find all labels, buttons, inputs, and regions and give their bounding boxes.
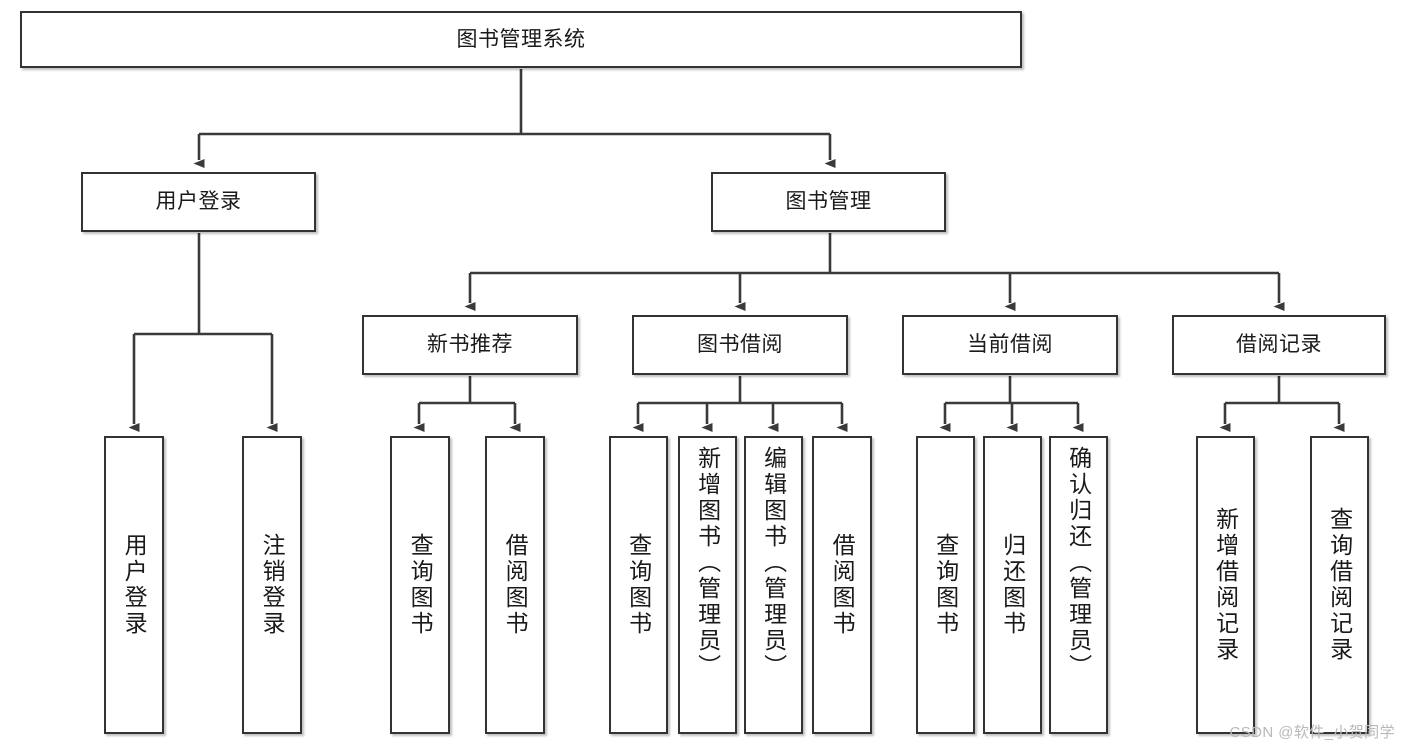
node-label: 查询借阅记录	[1326, 507, 1353, 663]
node-leaf-newbook-borrow-book[interactable]: 借阅图书	[485, 436, 545, 734]
node-leaf-user-login-login[interactable]: 用户登录	[104, 436, 164, 734]
node-leaf-current-confirm-return-admin[interactable]: 确认归还（管理员）	[1049, 436, 1108, 734]
node-label: 归还图书	[999, 533, 1026, 637]
node-label: 新增借阅记录	[1212, 507, 1239, 663]
node-borrow-record[interactable]: 借阅记录	[1172, 315, 1386, 375]
node-leaf-user-login-logout[interactable]: 注销登录	[242, 436, 302, 734]
node-label: 图书管理系统	[456, 27, 586, 51]
node-label: 查询图书	[625, 533, 652, 637]
node-leaf-borrow-borrow-book[interactable]: 借阅图书	[812, 436, 872, 734]
node-book-borrow[interactable]: 图书借阅	[632, 315, 848, 375]
node-label: 注销登录	[259, 533, 286, 637]
node-leaf-borrow-add-book-admin[interactable]: 新增图书（管理员）	[678, 436, 737, 734]
node-leaf-record-add-record[interactable]: 新增借阅记录	[1196, 436, 1255, 734]
node-book-management[interactable]: 图书管理	[711, 172, 946, 232]
node-label: 编辑图书（管理员）	[760, 446, 787, 680]
node-leaf-record-query-record[interactable]: 查询借阅记录	[1310, 436, 1369, 734]
node-leaf-newbook-query-book[interactable]: 查询图书	[390, 436, 450, 734]
node-label: 新增图书（管理员）	[694, 446, 721, 680]
node-leaf-borrow-query-book[interactable]: 查询图书	[609, 436, 668, 734]
node-label: 图书借阅	[697, 333, 783, 357]
node-label: 借阅图书	[829, 533, 856, 637]
node-label: 确认归还（管理员）	[1065, 446, 1092, 680]
node-label: 当前借阅	[967, 333, 1053, 357]
node-label: 查询图书	[932, 533, 959, 637]
node-root-book-management-system[interactable]: 图书管理系统	[20, 11, 1022, 68]
node-label: 用户登录	[155, 190, 242, 214]
node-current-borrow[interactable]: 当前借阅	[902, 315, 1118, 375]
node-label: 用户登录	[121, 533, 148, 637]
node-leaf-current-return-book[interactable]: 归还图书	[983, 436, 1042, 734]
node-leaf-borrow-edit-book-admin[interactable]: 编辑图书（管理员）	[744, 436, 803, 734]
node-label: 借阅记录	[1236, 333, 1322, 357]
node-user-login[interactable]: 用户登录	[81, 172, 316, 232]
csdn-watermark: CSDN @软件_小贺同学	[1229, 724, 1395, 741]
node-label: 借阅图书	[502, 533, 529, 637]
node-label: 查询图书	[407, 533, 434, 637]
node-label: 图书管理	[785, 190, 872, 214]
node-new-book-recommend[interactable]: 新书推荐	[362, 315, 578, 375]
node-leaf-current-query-book[interactable]: 查询图书	[916, 436, 975, 734]
node-label: 新书推荐	[427, 333, 513, 357]
